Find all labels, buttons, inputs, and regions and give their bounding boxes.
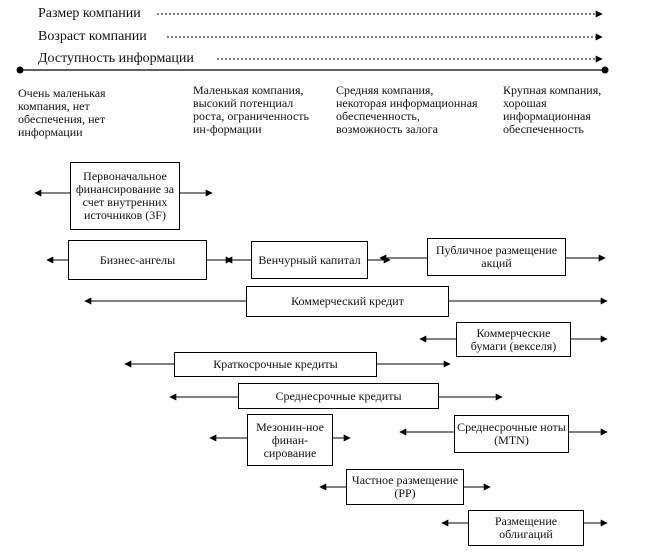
box-business-angels: Бизнес-ангелы: [68, 240, 207, 280]
box-bond-placement: Размещение облигаций: [468, 510, 584, 546]
main-axis-end-dot: [601, 66, 609, 74]
stage-medium-company: Средняя компания, некоторая информационн…: [336, 83, 478, 136]
axis-label-size: Размер компании: [38, 6, 141, 21]
box-venture-capital: Венчурный капитал: [251, 241, 368, 279]
box-mezzanine-financing: Мезонин-ное финан-сирование: [247, 414, 333, 466]
box-short-term-credits: Краткосрочные кредиты: [174, 352, 377, 377]
main-axis-start-dot: [16, 66, 24, 74]
box-commercial-credit: Коммерческий кредит: [246, 286, 449, 317]
axis-label-information: Доступность информации: [38, 51, 194, 66]
stage-very-small-company: Очень маленькая компания, нет обеспечени…: [18, 86, 106, 139]
stage-small-company: Маленькая компания, высокий потенциал ро…: [193, 83, 309, 136]
box-medium-term-credits: Среднесрочные кредиты: [238, 383, 439, 409]
box-ipo: Публичное размещение акций: [427, 238, 566, 276]
box-commercial-paper: Коммерческие бумаги (векселя): [456, 322, 571, 357]
box-private-placement: Частное размещение (PP): [346, 469, 464, 505]
box-initial-financing-3f: Первоначальное финансирование за счет вн…: [70, 162, 180, 230]
stage-large-company: Крупная компания, хорошая информационная…: [503, 83, 602, 136]
axis-label-age: Возраст компании: [38, 29, 147, 44]
box-mtn: Среднесрочные ноты (MTN): [454, 415, 569, 453]
